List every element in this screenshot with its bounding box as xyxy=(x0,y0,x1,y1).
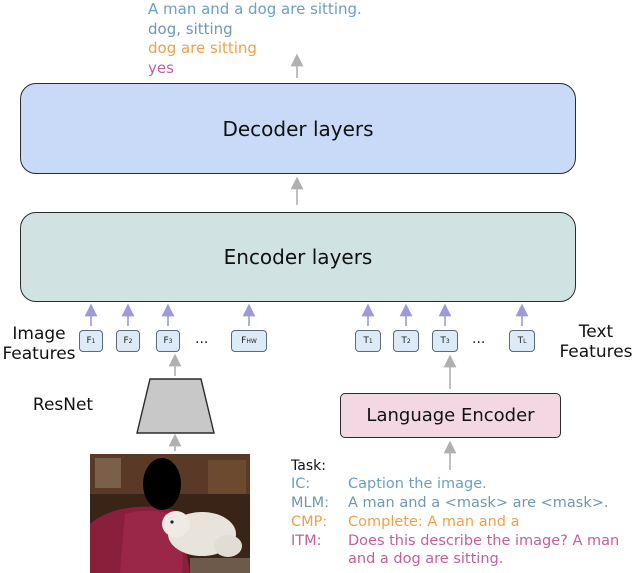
output-cmp: dog are sitting xyxy=(148,39,257,57)
resnet-block xyxy=(136,378,215,434)
output-itm: yes xyxy=(148,58,174,77)
image-feature-ellipsis: ... xyxy=(195,331,209,347)
task-key-itm: ITM: xyxy=(291,533,322,549)
input-image xyxy=(90,454,250,573)
task-value-itm-line2: and a dog are sitting. xyxy=(348,551,504,567)
task-key-ic: IC: xyxy=(291,476,311,492)
task-title: Task: xyxy=(291,458,326,474)
task-key-mlm: MLM: xyxy=(291,495,329,511)
text-feature-ellipsis: ... xyxy=(472,331,486,347)
decoder-label: Decoder layers xyxy=(222,116,374,141)
task-value-itm-line1: Does this describe the image? A man xyxy=(348,533,620,549)
input-photo-drawing xyxy=(90,454,250,573)
encoder-label: Encoder layers xyxy=(223,245,373,269)
task-value-ic: Caption the image. xyxy=(348,476,487,492)
output-mlm: dog, sitting xyxy=(148,19,233,38)
resnet-label: ResNet xyxy=(32,395,94,415)
task-key-cmp: CMP: xyxy=(291,514,328,530)
text-features-label: Text Features xyxy=(559,322,633,362)
output-ic: A man and a dog are sitting. xyxy=(148,0,362,18)
decoder-block: Decoder layers xyxy=(20,83,576,174)
task-value-cmp: Complete: A man and a xyxy=(348,514,520,530)
task-value-mlm: A man and a <mask> are <mask>. xyxy=(348,495,609,511)
image-features-label: Image Features xyxy=(2,324,76,364)
language-encoder-block: Language Encoder xyxy=(340,393,561,438)
language-encoder-label: Language Encoder xyxy=(366,405,535,426)
output-examples: A man and a dog are sitting. dog, sittin… xyxy=(148,0,362,78)
encoder-block: Encoder layers xyxy=(20,212,576,302)
